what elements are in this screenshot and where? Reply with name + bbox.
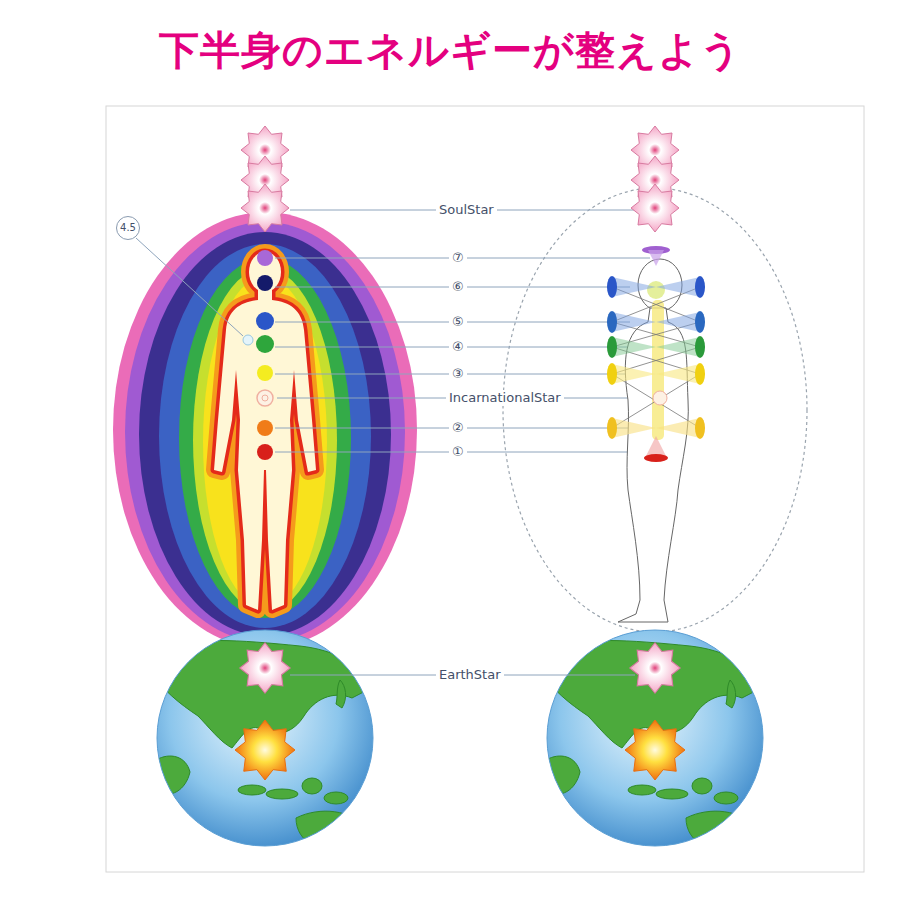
illustration-part [257, 250, 273, 266]
illustration-part [656, 312, 700, 332]
chakra-dots [243, 250, 274, 460]
illustration-part [607, 311, 617, 333]
illustration-part [612, 374, 700, 428]
aura-figure [113, 212, 417, 648]
illustration-part [139, 232, 391, 636]
illustration-part [257, 444, 273, 460]
leader-lines [136, 210, 650, 675]
illustration-part [631, 184, 679, 232]
illustration-part [607, 363, 617, 385]
aura-outline [503, 188, 807, 632]
earth-star [235, 643, 685, 780]
illustration-part [612, 337, 656, 357]
illustration-part [125, 222, 405, 642]
frame [106, 106, 864, 872]
illustration-part [256, 335, 274, 353]
illustration-part [214, 290, 316, 610]
title: 下半身のエネルギーが整えよう [0, 26, 900, 74]
illustration-part [648, 250, 664, 266]
illustration-part [159, 244, 371, 628]
illustration-part [240, 643, 290, 693]
soul-star [241, 126, 679, 232]
chakra-number: ⑥ [449, 279, 467, 295]
illustration-part [695, 311, 705, 333]
illustration-part [193, 268, 337, 612]
chakra-number: ③ [449, 366, 467, 382]
earth-globe [540, 630, 765, 848]
illustration-part [695, 276, 705, 298]
illustration-part [257, 390, 273, 406]
illustration-part [647, 281, 665, 299]
star-label: IncarnationalStar [446, 390, 564, 406]
illustration-part [136, 238, 243, 336]
illustration-part [607, 417, 617, 439]
illustration-part [612, 364, 656, 384]
side-figure [607, 246, 705, 622]
illustration-part [656, 277, 700, 297]
illustration-part [607, 276, 705, 439]
illustration-part [257, 275, 273, 291]
illustration-part [612, 418, 656, 438]
illustration-part [695, 363, 705, 385]
illustration-part [262, 395, 268, 401]
illustration-part [644, 454, 668, 462]
chakra-number: ② [449, 420, 467, 436]
chakra-number: ① [449, 444, 467, 460]
star-label: SoulStar [436, 202, 497, 218]
chakra-number: ⑦ [449, 250, 467, 266]
illustration-part [256, 312, 274, 330]
illustration-part [241, 184, 289, 232]
star-label: EarthStar [436, 667, 504, 683]
illustration-part [656, 337, 700, 357]
illustration-part [257, 365, 273, 381]
illustration-part [612, 312, 656, 332]
illustration-part [646, 436, 666, 456]
illustration-part [625, 720, 685, 780]
illustration-part [612, 287, 700, 428]
illustration-part [113, 212, 417, 648]
illustration-part [214, 290, 316, 610]
chakra-number: ④ [449, 339, 467, 355]
illustration-part [257, 420, 273, 436]
illustration-part [656, 364, 700, 384]
illustration-part [656, 418, 700, 438]
illustration-part [235, 720, 295, 780]
illustration-part [653, 391, 667, 405]
earth-globe [150, 630, 375, 848]
chakra-number: ⑤ [449, 314, 467, 330]
illustration-part [214, 290, 316, 610]
illustration-part [607, 276, 617, 298]
illustration-part [695, 336, 705, 358]
illustration-part [214, 252, 316, 610]
illustration-part [612, 374, 700, 428]
illustration-part [243, 335, 253, 345]
callout-number: 4.5 [120, 223, 136, 233]
callout-circle: 4.5 [116, 216, 140, 240]
illustration-part [695, 417, 705, 439]
illustration-part [179, 258, 351, 618]
illustration-part [630, 643, 680, 693]
illustration-part [607, 336, 617, 358]
illustration-part [612, 277, 656, 297]
